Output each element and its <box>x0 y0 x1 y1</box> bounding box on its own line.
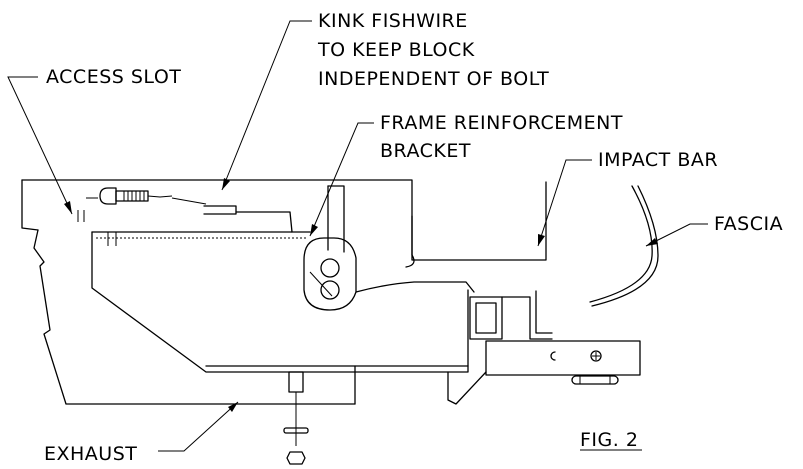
upper-frame-line <box>21 179 413 256</box>
label-kink-fishwire: KINK FISHWIRE TO KEEP BLOCK INDEPENDENT … <box>317 10 549 90</box>
kink-fishwire-line-2: TO KEEP BLOCK <box>317 39 475 61</box>
bolt-head <box>99 187 117 205</box>
fascia <box>589 185 659 307</box>
frame-reinforcement-bracket <box>303 185 475 311</box>
impact-bar <box>405 181 553 340</box>
label-frame-bracket-line-1: FRAME REINFORCEMENT <box>380 112 623 134</box>
left-broken-edge <box>33 229 356 405</box>
label-access-slot: ACCESS SLOT <box>46 66 181 88</box>
impact-bar-leader <box>537 159 592 247</box>
carriage-bolt <box>77 187 293 233</box>
bracket-slant <box>309 271 333 297</box>
label-fascia: FASCIA <box>714 213 783 235</box>
hanger-stem <box>288 371 304 393</box>
mount-slot <box>571 375 619 385</box>
frame-bracket-leader <box>309 122 374 237</box>
kink-fishwire-line-3: INDEPENDENT OF BOLT <box>318 68 549 90</box>
main-block-body <box>91 231 469 373</box>
bolt-tip <box>147 195 173 198</box>
impact-bar-arrowhead <box>538 234 545 246</box>
kink-fishwire-leader <box>221 20 312 191</box>
mount-foot <box>447 371 487 405</box>
impact-bar-step-inner <box>535 290 553 334</box>
impact-bar-channel-outer <box>469 296 503 340</box>
tapped-block <box>203 205 237 215</box>
fascia-curve-inner <box>591 185 659 307</box>
exhaust-leader <box>158 401 239 452</box>
fascia-leader <box>645 223 708 247</box>
left-upper-edge <box>21 179 39 231</box>
label-impact-bar: IMPACT BAR <box>598 149 718 171</box>
bolt-threads <box>123 191 145 201</box>
frame-bracket-arrowhead <box>310 224 318 236</box>
figure-label: FIG. 2 <box>580 429 638 451</box>
bracket-upright <box>327 185 345 253</box>
mount-slot-c <box>550 351 556 361</box>
label-frame-bracket-line-2: BRACKET <box>380 140 471 162</box>
leader-lines <box>7 20 708 452</box>
bracket-plate <box>303 237 357 311</box>
impact-bar-channel-inner <box>475 302 497 334</box>
kink-fishwire-line-1: KINK FISHWIRE <box>318 10 468 32</box>
exhaust-hanger <box>283 371 309 465</box>
impact-bar-curl <box>405 254 415 268</box>
access-slot-leader <box>7 76 73 215</box>
access-slot-arrowhead <box>64 201 72 214</box>
bracket-arm <box>355 281 475 293</box>
mount-bracket <box>447 340 641 405</box>
fishwire-line <box>171 197 207 205</box>
block-tab <box>235 211 293 233</box>
hanger-nut <box>286 451 306 465</box>
bracket-hole-lower <box>320 280 340 300</box>
impact-bar-outline <box>411 181 547 261</box>
bracket-hole-upper <box>320 258 340 278</box>
mount-plate <box>485 340 641 376</box>
impact-bar-step <box>501 296 553 340</box>
main-block <box>91 231 469 373</box>
kink-fishwire-arrowhead <box>222 178 230 190</box>
hanger-washer <box>283 427 309 434</box>
fascia-curve <box>589 185 653 303</box>
label-exhaust: EXHAUST <box>44 443 137 465</box>
mount-bolt-hole <box>590 350 602 362</box>
